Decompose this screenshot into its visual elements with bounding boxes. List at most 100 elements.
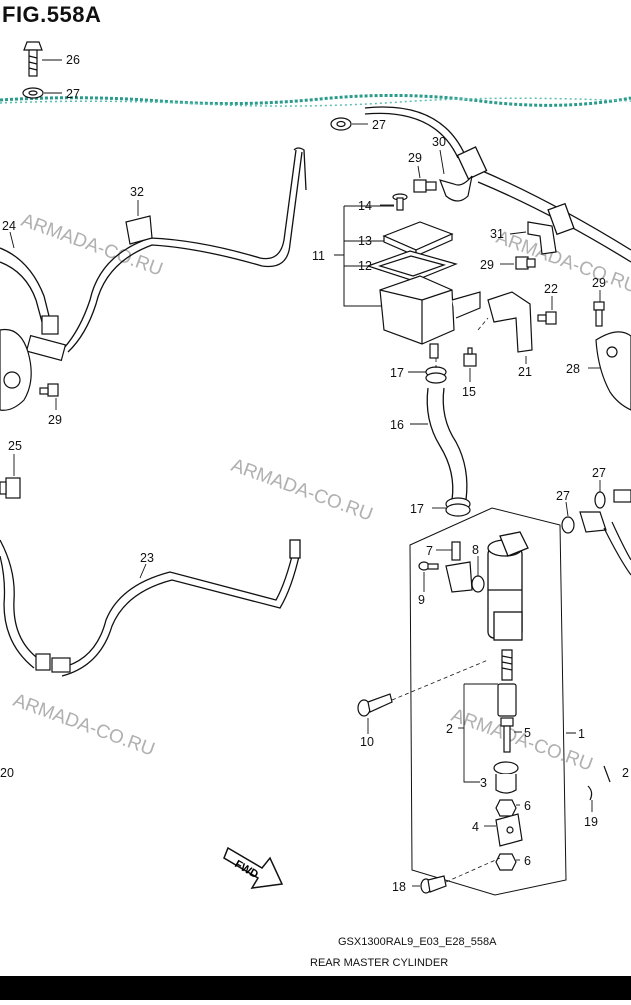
washer-27-top [22,87,44,99]
callout-20: 20 [0,766,14,780]
watermark: ARMADA-CO.RU [228,455,375,526]
callout-31: 31 [490,227,504,241]
callout-17: 17 [390,366,404,380]
callout-15: 15 [462,385,476,399]
pin-18 [420,875,447,894]
cap-13 [382,221,454,257]
clamp-32 [125,215,153,245]
callout-6: 6 [524,854,531,868]
callout-22: 22 [544,282,558,296]
watermark-layer: ARMADA-CO.RU ARMADA-CO.RU ARMADA-CO.RU A… [10,210,631,776]
callout-23: 23 [140,551,154,565]
assembly-axis [391,317,501,883]
union-25 [0,477,21,499]
callout-16: 16 [390,418,404,432]
fwd-label: FWD [233,858,261,881]
joint-7 [445,541,473,593]
scan-tear-band [0,93,631,107]
callout-29: 29 [592,276,606,290]
callout-27: 27 [372,118,386,132]
callout-26: 26 [66,53,80,67]
callout-25: 25 [8,439,22,453]
clamp-30 [439,175,473,202]
nut-6-upper [495,799,517,817]
brake-hose-upper [364,106,631,263]
screw-14 [392,193,408,211]
hose-20 [0,539,41,669]
callout-4: 4 [472,820,479,834]
callout-9: 9 [418,593,425,607]
clip-17-upper [425,366,447,384]
callout-18: 18 [392,880,406,894]
cylinder-body [487,531,529,641]
callout-28: 28 [566,362,580,376]
hose-24 [0,247,51,323]
callout-10: 10 [360,735,374,749]
bracket-21 [487,291,533,353]
callout-29: 29 [408,151,422,165]
bolt-29-c [593,301,605,327]
callout-2: 2 [622,766,629,780]
callout-labels: 26 27 27 30 29 32 14 24 13 31 11 12 29 2… [0,53,629,894]
callout-27: 27 [556,489,570,503]
clip-17-lower [445,497,471,517]
callout-30: 30 [432,135,446,149]
bolt-22 [537,311,557,325]
callout-3: 3 [480,776,487,790]
footrest-28 [595,331,631,411]
fitting-23 [35,653,71,673]
watermark: ARMADA-CO.RU [448,705,595,776]
bolt-29-b [515,256,536,270]
callout-14: 14 [358,199,372,213]
figure-code: GSX1300RAL9_E03_E28_558A [338,936,497,948]
brake-pipe-23 [59,539,301,677]
cotter-19 [587,765,611,801]
screw-9 [418,561,439,571]
callout-17: 17 [410,502,424,516]
assembly-outline-1 [409,507,576,896]
figure-name: REAR MASTER CYLINDER [310,957,449,969]
bolt-29-a [413,179,437,193]
callout-8: 8 [472,543,479,557]
callout-6: 6 [524,799,531,813]
callout-27: 27 [66,87,80,101]
oring-8 [471,575,485,593]
bolt-15 [463,347,477,367]
callout-13: 13 [358,234,372,248]
fitting-24 [25,315,67,362]
caliper-left [0,328,32,411]
bolt-29-d [39,383,59,397]
callout-1: 1 [578,727,585,741]
bolt-10 [357,693,393,717]
callout-7: 7 [426,544,433,558]
washer-27-upper [330,117,352,131]
diaphragm-12 [366,250,458,282]
callout-24: 24 [2,219,16,233]
hose-16 [426,387,468,501]
callout-29: 29 [48,413,62,427]
callout-32: 32 [130,185,144,199]
callout-19: 19 [584,815,598,829]
leader-lines [9,59,601,887]
callout-29: 29 [480,258,494,272]
nut-6-lower [495,853,517,871]
brake-hose-lower [561,489,631,576]
callout-21: 21 [518,365,532,379]
clevis-4 [495,813,523,847]
fwd-arrow: FWD [223,846,284,889]
callout-27: 27 [592,466,606,480]
clamp-31 [527,221,557,255]
bottom-bar [0,976,631,1000]
callout-12: 12 [358,259,372,273]
reservoir-body [379,275,481,359]
circlip-3 [493,761,519,794]
piston-spring [497,649,517,717]
callout-5: 5 [524,726,531,740]
watermark: ARMADA-CO.RU [10,690,157,761]
reservoir-bracket [334,205,394,307]
pushrod-5 [500,717,514,753]
callout-2: 2 [446,722,453,736]
figure-title: FIG.558A [2,2,102,27]
